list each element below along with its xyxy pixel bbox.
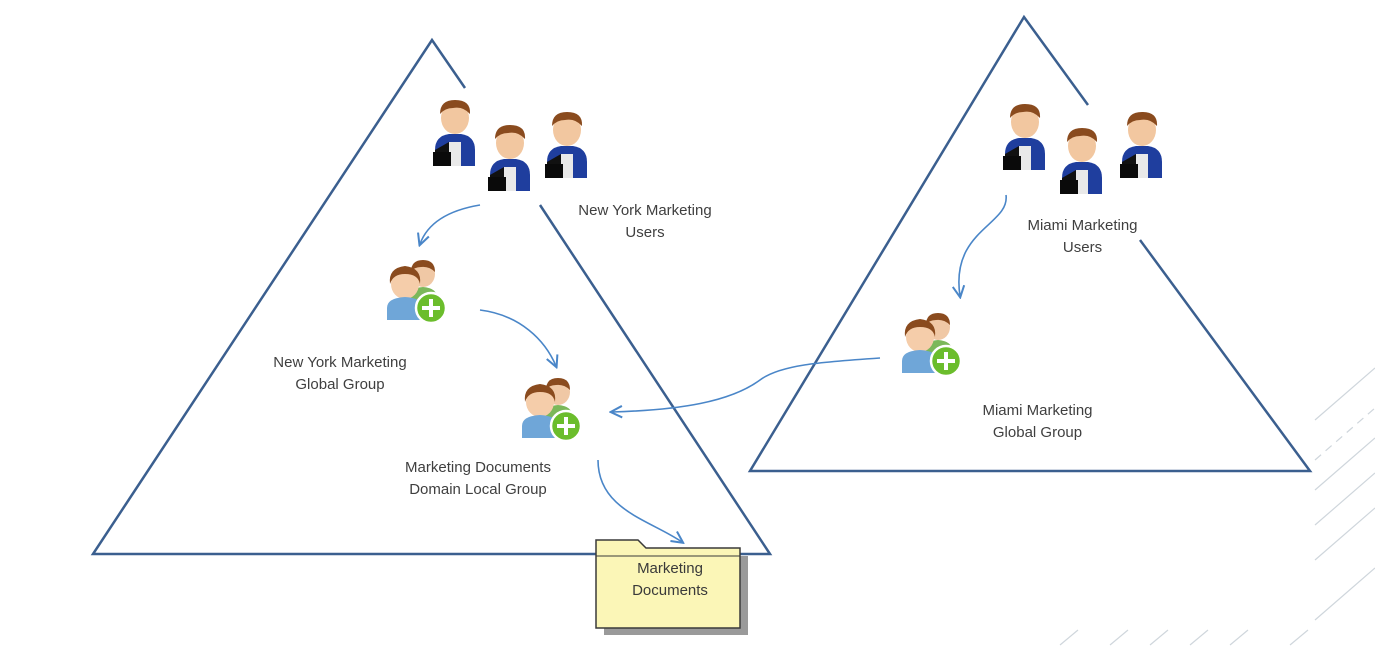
domain-local-group-label: Marketing Documents Domain Local Group: [378, 457, 578, 501]
decoration-lines: [1059, 367, 1375, 646]
new-york-users-label-line1: New York Marketing: [578, 202, 712, 219]
new-york-global-group-label-line2: Global Group: [295, 376, 385, 393]
arrow-ny-users-to-global: [420, 204, 481, 244]
arrow-domain-local-to-folder: [597, 459, 682, 542]
arrow-miami-global-to-domain-local: [612, 357, 881, 412]
miami-global-group-label-line1: Miami Marketing: [982, 402, 1093, 419]
arrow-ny-global-to-domain-local: [479, 309, 556, 366]
new-york-users-label-line2: Users: [625, 224, 665, 241]
new-york-global-group-icon: [385, 258, 448, 325]
new-york-users-icon: [433, 100, 587, 191]
new-york-global-group-label-line1: New York Marketing: [273, 354, 407, 371]
marketing-documents-folder-icon: [595, 539, 748, 635]
domain-local-group-icon: [520, 376, 583, 443]
folder-label-line2: Documents: [632, 582, 708, 599]
miami-domain-triangle: [747, 14, 1313, 473]
domain-local-group-label-line1: Marketing Documents: [405, 459, 551, 476]
arrow-miami-users-to-global: [959, 194, 1007, 296]
miami-global-group-label: Miami Marketing Global Group: [955, 400, 1120, 444]
miami-users-label-line2: Users: [1062, 239, 1103, 256]
miami-global-group-icon: [900, 311, 963, 378]
miami-users-label-line1: Miami Marketing: [1027, 217, 1138, 234]
folder-label: Marketing Documents: [600, 558, 740, 602]
miami-global-group-label-line2: Global Group: [992, 424, 1083, 441]
new-york-users-label: New York Marketing Users: [555, 200, 735, 244]
new-york-domain-triangle: [90, 37, 773, 556]
miami-users-icon: [1003, 104, 1162, 194]
new-york-global-group-label: New York Marketing Global Group: [245, 352, 435, 396]
domain-local-group-label-line2: Domain Local Group: [409, 481, 547, 498]
folder-label-line1: Marketing: [637, 560, 703, 577]
miami-users-label: Miami Marketing Users: [1000, 215, 1165, 259]
